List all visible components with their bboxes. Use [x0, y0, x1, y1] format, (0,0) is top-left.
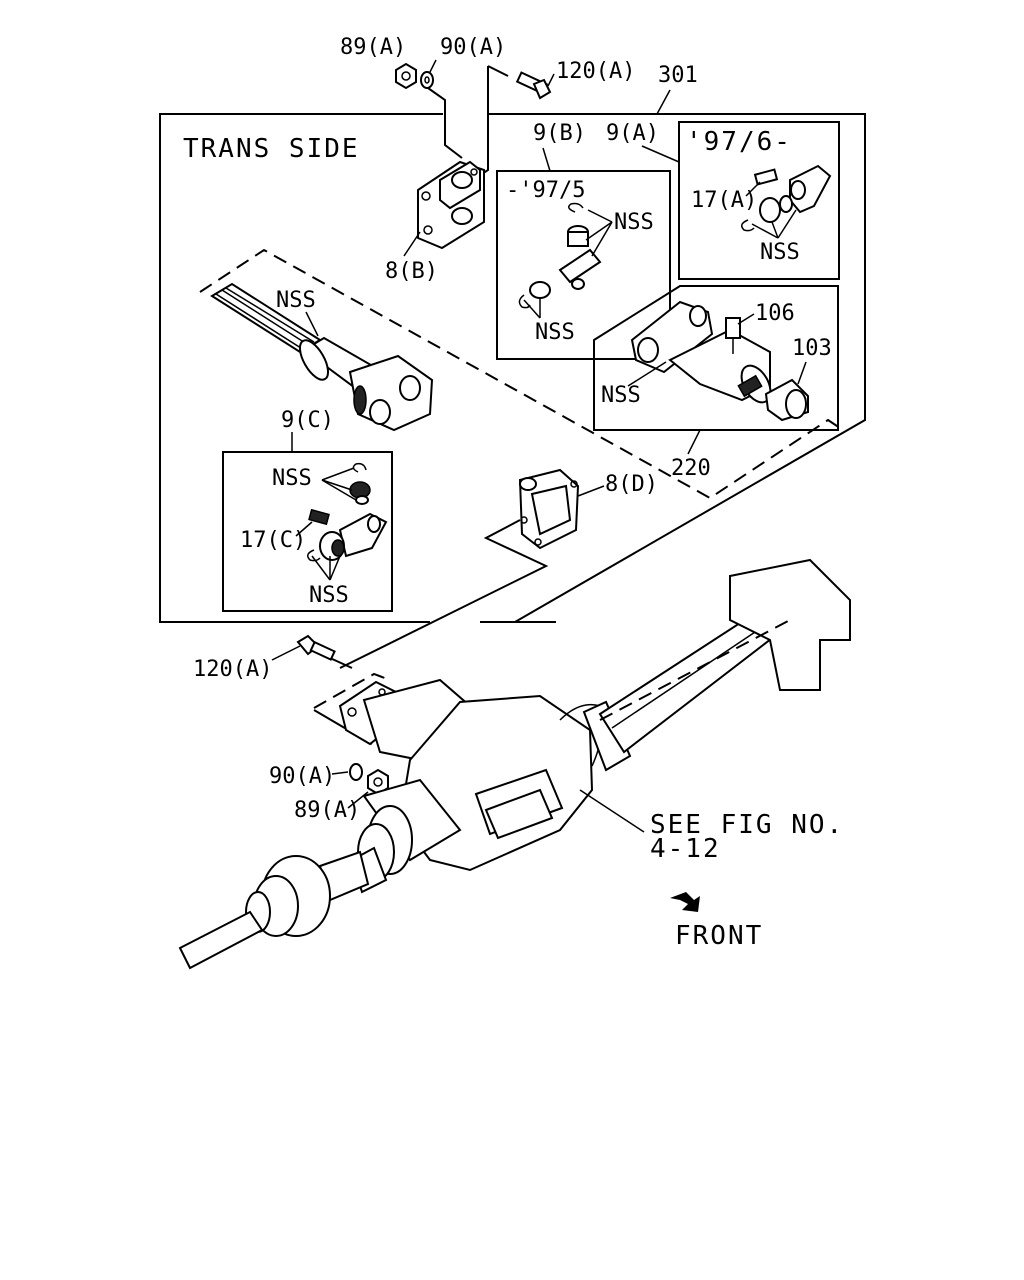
front-arrow-icon	[670, 892, 700, 912]
label-9a: 9(A)	[606, 121, 659, 146]
shaft-outline	[199, 248, 841, 500]
date-9a: '97/6-	[686, 127, 792, 157]
nss-9c-b: NSS	[309, 583, 349, 608]
nss-9b-a: NSS	[614, 210, 654, 235]
box-9a	[678, 121, 840, 280]
washer-90a-top-icon	[420, 71, 434, 89]
nss-9b-b: NSS	[535, 320, 575, 345]
u-joint-9b-icon	[518, 202, 602, 309]
label-89a-bottom: 89(A)	[294, 798, 360, 823]
trans-side-frame	[159, 113, 443, 623]
label-17a: 17(A)	[691, 188, 757, 213]
box-220	[593, 285, 839, 431]
flange-8d-icon	[518, 468, 580, 550]
slip-yoke-220-icon	[630, 300, 809, 422]
bolt-120a-bottom-icon	[296, 634, 336, 661]
nss-9c-a: NSS	[272, 466, 312, 491]
front-label: FRONT	[675, 921, 763, 951]
frame-right-edge	[480, 113, 866, 623]
differential-icon	[178, 558, 851, 970]
nss-220: NSS	[601, 383, 641, 408]
washer-90a-bottom-icon	[349, 763, 363, 781]
label-89a-top: 89(A)	[340, 35, 406, 60]
label-301: 301	[658, 63, 698, 88]
box-9b	[496, 170, 671, 360]
box-9c	[222, 451, 393, 612]
nss-shaft: NSS	[276, 288, 316, 313]
label-8d: 8(D)	[605, 472, 658, 497]
nut-89a-bottom-icon	[367, 768, 389, 796]
slip-shaft-icon	[210, 282, 434, 432]
see-fig-line-1: SEE FIG NO.	[650, 810, 844, 840]
date-9b: -'97/5	[506, 178, 585, 203]
label-120a-top: 120(A)	[556, 59, 635, 84]
label-103: 103	[792, 336, 832, 361]
label-9b: 9(B)	[533, 121, 586, 146]
bolt-120a-top-icon	[515, 71, 552, 100]
label-17c: 17(C)	[240, 528, 306, 553]
label-9c: 9(C)	[281, 408, 334, 433]
trans-side-label: TRANS SIDE	[183, 134, 360, 164]
label-90a-bottom: 90(A)	[269, 764, 335, 789]
nss-9a: NSS	[760, 240, 800, 265]
nut-89a-top-icon	[395, 62, 417, 90]
label-120a-bottom: 120(A)	[193, 657, 272, 682]
axle-outline	[313, 672, 391, 709]
see-fig-line-2: 4-12	[650, 834, 721, 864]
u-joint-9c-icon	[307, 462, 388, 562]
label-106: 106	[755, 301, 795, 326]
label-90a-top: 90(A)	[440, 35, 506, 60]
flange-yoke-8b-icon	[417, 160, 485, 250]
u-joint-9a-icon	[741, 164, 832, 232]
label-220: 220	[671, 456, 711, 481]
label-8b: 8(B)	[385, 259, 438, 284]
